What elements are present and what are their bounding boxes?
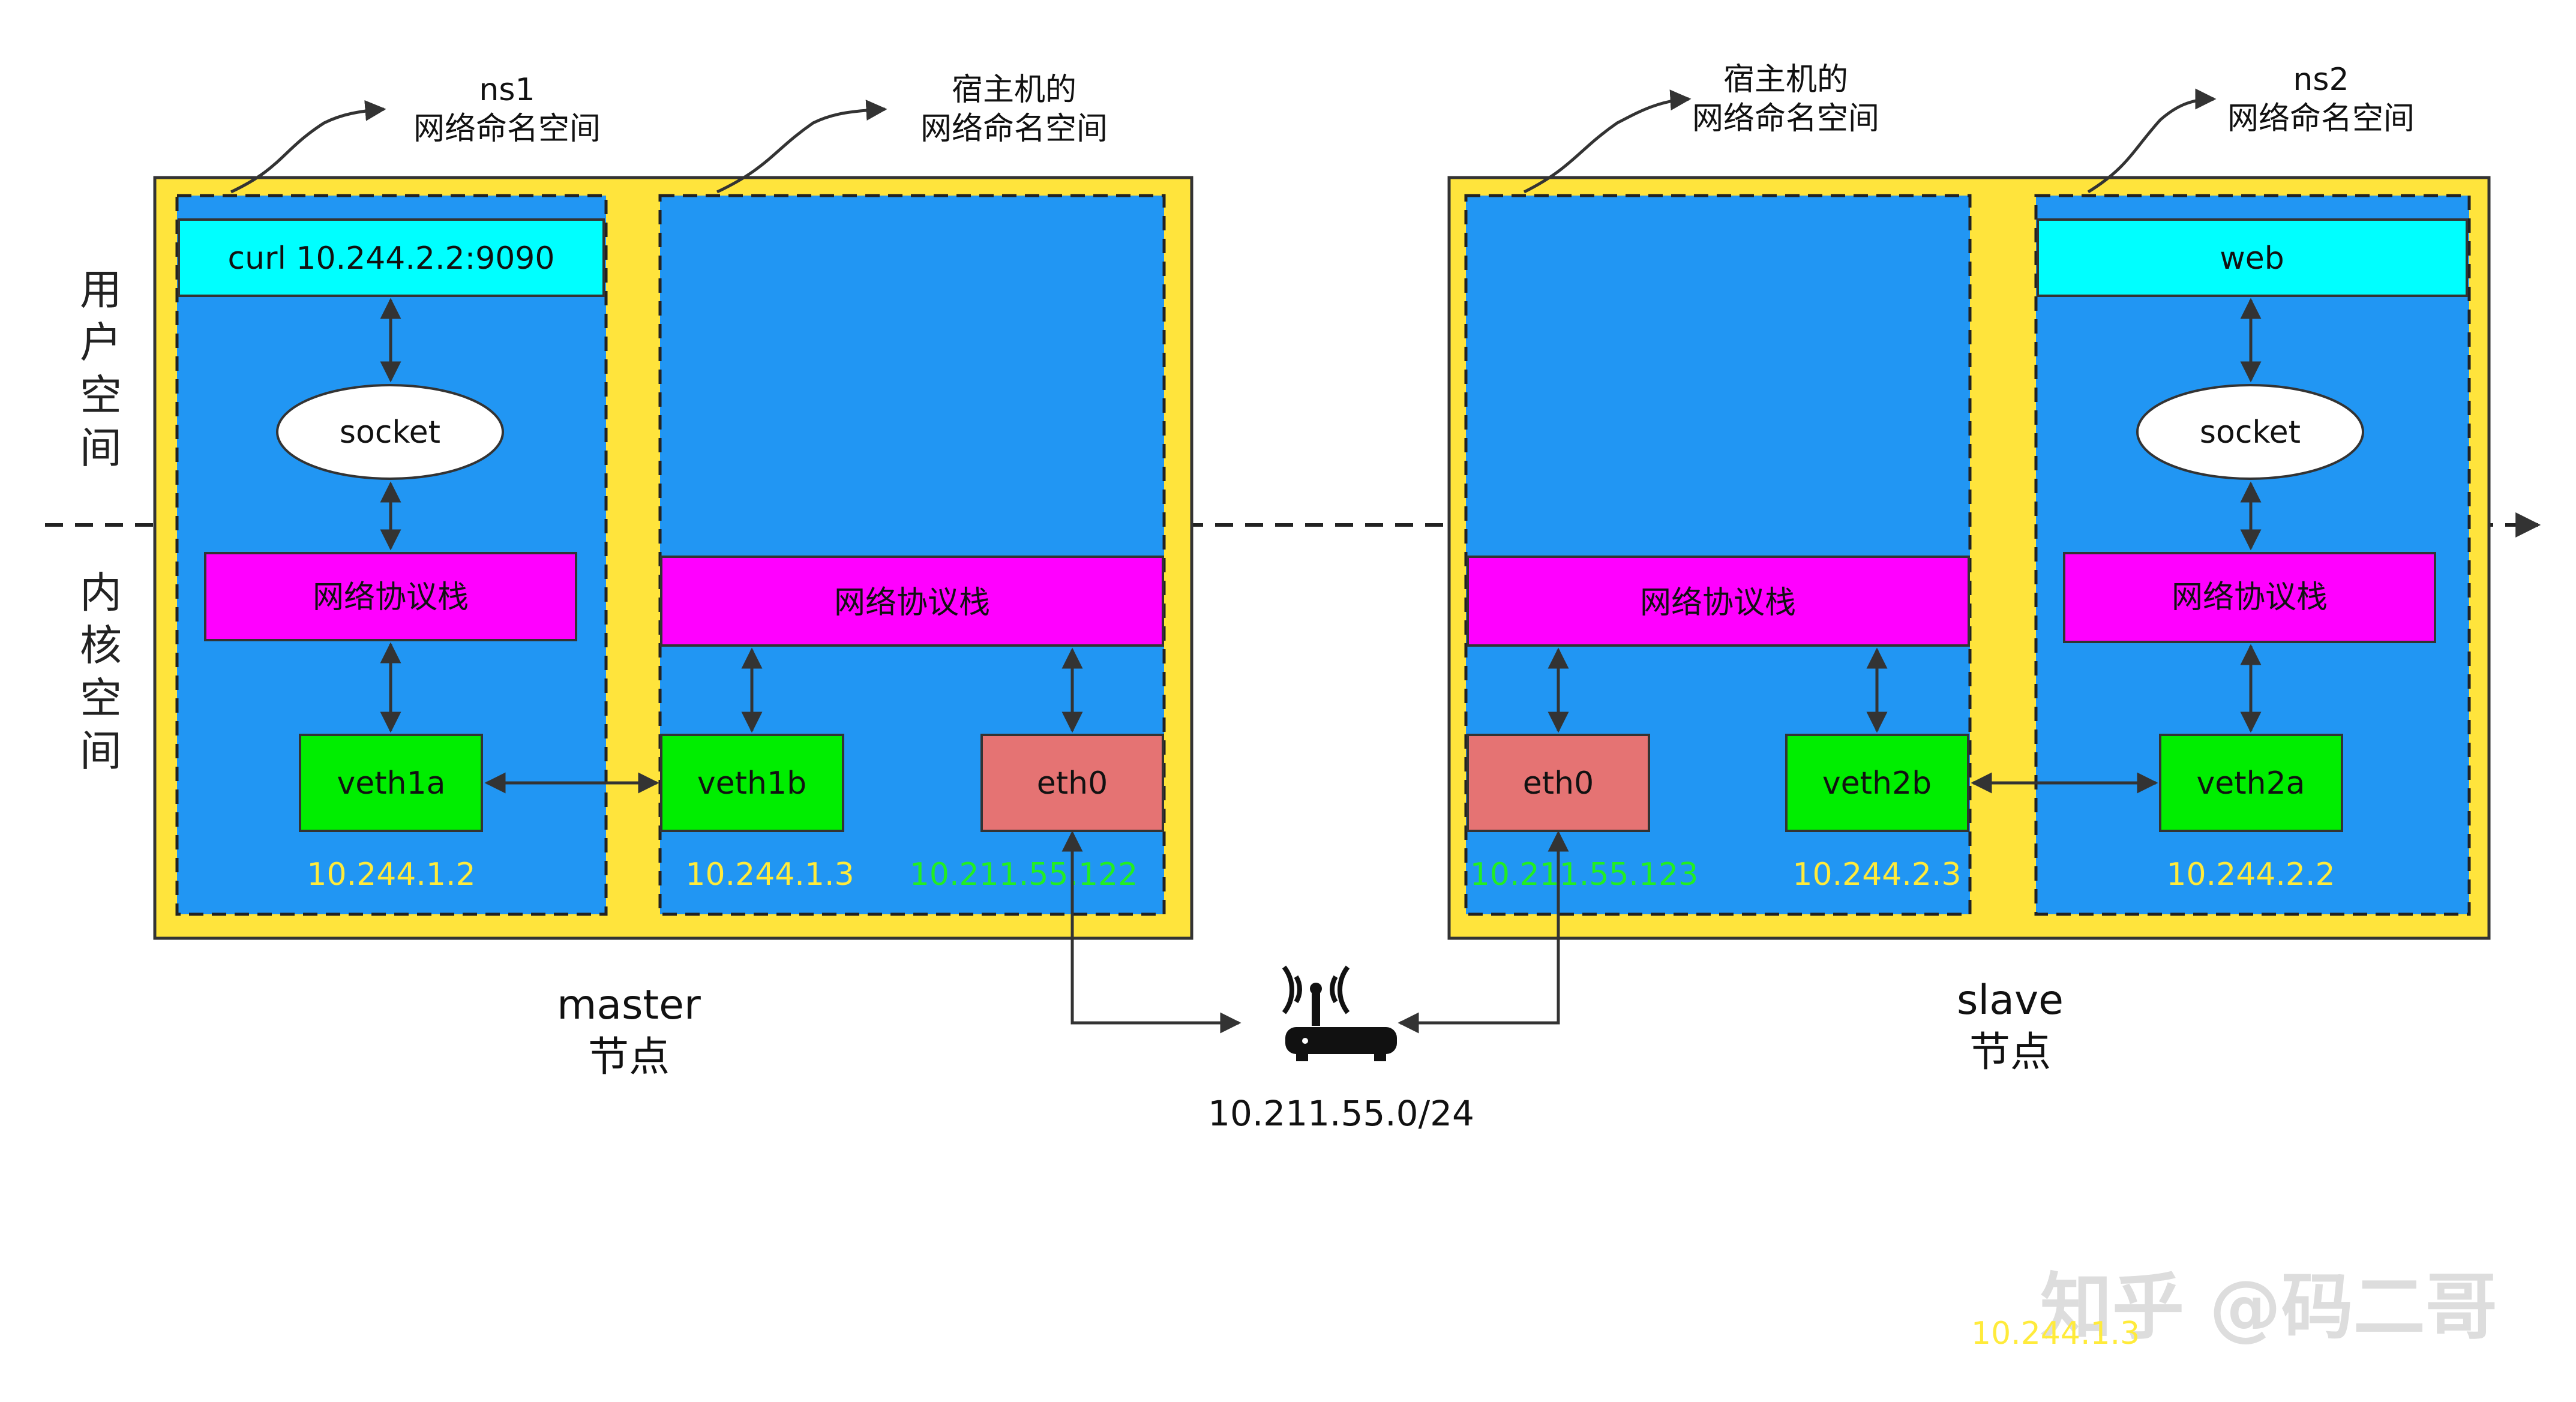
master-host-title-pointer [716, 100, 887, 194]
ns1-stack-box [204, 552, 577, 641]
ns2-stack-label: 网络协议栈 [2172, 580, 2328, 616]
veth1a-label: veth1a [337, 765, 445, 801]
slave-eth0-to-router-link [1398, 830, 1569, 1034]
veth1b-ip: 10.244.1.3 [685, 857, 854, 893]
ns1-socket [276, 384, 504, 480]
master-eth0-label: eth0 [1037, 765, 1108, 801]
ns1-ip: 10.244.1.2 [307, 857, 475, 893]
router-icon [1282, 965, 1397, 1061]
master-host-stack-box [660, 556, 1164, 647]
master-node: curl 10.244.2.2:9090 socket 网络协议栈 veth1a… [153, 72, 1193, 1081]
user-space-label: 用 户 空 间 [80, 265, 122, 473]
veth2a-box [2159, 734, 2343, 832]
slave-host-stack-label: 网络协议栈 [1640, 585, 1796, 621]
ns1-app-box [178, 218, 605, 297]
master-host-title-line1: 宿主机的 [952, 72, 1076, 108]
ns1-title-line2: 网络命名空间 [413, 111, 601, 147]
watermark-text: 知乎 @码二哥 [2040, 1266, 2497, 1349]
side-char: 核 [80, 621, 122, 670]
ns1-title-line1: ns1 [479, 72, 535, 108]
side-char: 空 [80, 674, 122, 723]
slave-host-title-pointer [1523, 89, 1692, 194]
slave-node-suffix: 节点 [1969, 1029, 2051, 1076]
veth1a-box [299, 734, 483, 832]
ns2-socket-label: socket [2200, 415, 2301, 451]
slave-eth0-box [1467, 734, 1650, 832]
slave-host-title-line2: 网络命名空间 [1692, 101, 1879, 137]
ghost-ip-label: 10.244.1.3 [1971, 1316, 2140, 1352]
slave-eth0-ip: 10.211.55.123 [1470, 857, 1698, 893]
veth2b-box [1785, 734, 1969, 832]
kernel-space-label: 内 核 空 间 [80, 568, 122, 776]
side-char: 间 [80, 424, 122, 473]
master-node-suffix: 节点 [588, 1034, 670, 1081]
master-eth0-to-router-link [1061, 830, 1241, 1034]
side-char: 户 [80, 318, 122, 367]
veth2b-ip: 10.244.2.3 [1792, 857, 1961, 893]
master-host-title-line2: 网络命名空间 [920, 111, 1108, 147]
slave-host-namespace: 网络协议栈 eth0 veth2b 10.211.55.123 10.244.2… [1464, 194, 1972, 916]
slave-node-label: slave [1957, 977, 2064, 1024]
ns2-app-box [2037, 218, 2468, 297]
veth2b-label: veth2b [1822, 765, 1932, 801]
slave-host-stack-box [1467, 556, 1970, 647]
ns1-namespace: curl 10.244.2.2:9090 socket 网络协议栈 veth1a… [175, 194, 608, 916]
master-eth0-ip: 10.211.55.122 [910, 857, 1138, 893]
side-char: 间 [80, 726, 122, 776]
slave-host-title-line1: 宿主机的 [1723, 62, 1848, 98]
side-char: 空 [80, 371, 122, 420]
master-host-namespace: 网络协议栈 veth1b eth0 10.244.1.3 10.211.55.1… [658, 194, 1166, 916]
slave-eth0-label: eth0 [1523, 765, 1594, 801]
router-subnet-label: 10.211.55.0/24 [1208, 1093, 1474, 1134]
ns2-socket [2136, 384, 2364, 480]
master-host-stack-label: 网络协议栈 [834, 585, 990, 621]
master-eth0-box [980, 734, 1164, 832]
ns2-app-label: web [2220, 241, 2284, 277]
veth1b-box [660, 734, 844, 832]
ns1-title-pointer [230, 100, 386, 194]
ns1-stack-label: 网络协议栈 [313, 580, 469, 616]
side-char: 用 [80, 265, 122, 314]
ns2-namespace: web socket 网络协议栈 veth2a 10.244.2.2 [2034, 194, 2471, 916]
master-node-label: master [557, 981, 701, 1029]
ns2-ip: 10.244.2.2 [2166, 857, 2335, 893]
veth2a-label: veth2a [2196, 765, 2305, 801]
ns1-app-label: curl 10.244.2.2:9090 [228, 241, 555, 277]
slave-node: 网络协议栈 eth0 veth2b 10.211.55.123 10.244.2… [1447, 62, 2491, 1076]
ns2-stack-box [2063, 552, 2436, 643]
ns2-title-pointer [2087, 88, 2217, 194]
side-char: 内 [80, 568, 122, 617]
ns1-socket-label: socket [340, 415, 440, 451]
veth1b-label: veth1b [697, 765, 806, 801]
ns2-title-line2: 网络命名空间 [2227, 101, 2415, 137]
ns2-title-line1: ns2 [2293, 62, 2349, 98]
